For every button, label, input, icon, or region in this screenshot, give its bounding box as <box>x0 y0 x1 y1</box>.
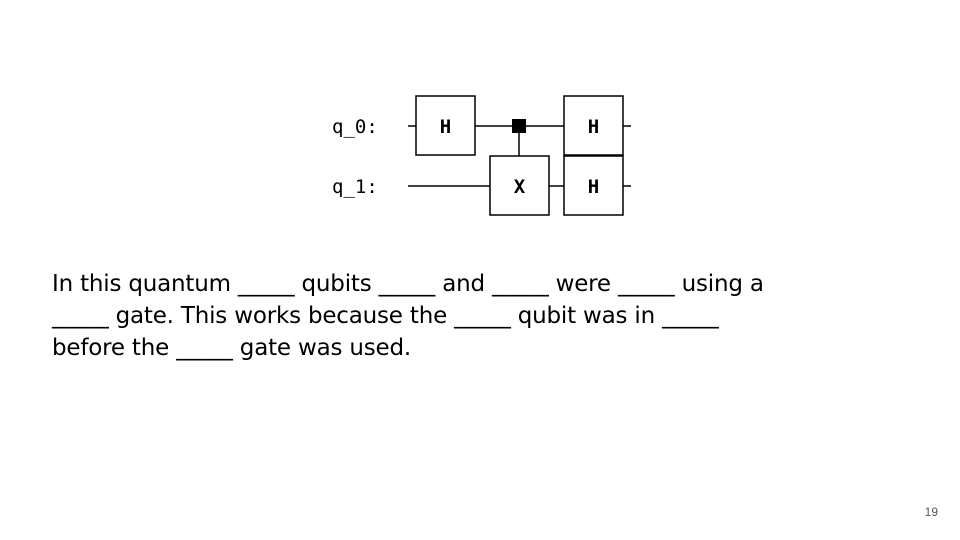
h-gate-q0-first: H <box>415 95 476 156</box>
text-line: before the _____ gate was used. <box>52 335 411 361</box>
fill-in-the-blank-text: In this quantum _____ qubits _____ and _… <box>52 268 922 364</box>
cnot-control-dot <box>512 119 526 133</box>
h-gate-q0-last: H <box>563 95 624 156</box>
gate-label: H <box>588 116 599 138</box>
cnot-target-gate: X <box>489 155 550 216</box>
text-line: In this quantum _____ qubits _____ and _… <box>52 271 764 297</box>
wire-label-q1: q_1: <box>332 176 378 198</box>
gate-label: X <box>514 176 526 198</box>
wire-label-q0: q_0: <box>332 116 378 138</box>
quantum-circuit-diagram: q_0: q_1: H X H H <box>332 95 631 216</box>
h-gate-q1-last: H <box>563 155 624 216</box>
gate-label: H <box>440 116 451 138</box>
slide-number: 19 <box>924 505 938 519</box>
gate-label: H <box>588 176 599 198</box>
text-line: _____ gate. This works because the _____… <box>52 303 719 329</box>
